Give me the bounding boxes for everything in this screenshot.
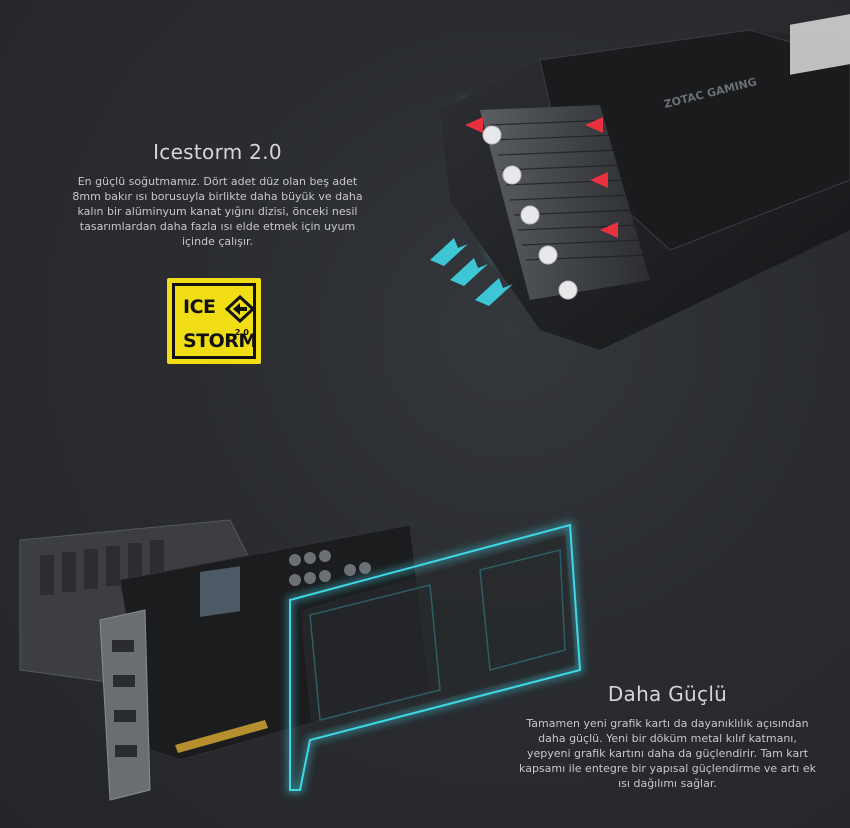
daha-guclu-title: Daha Güçlü [607,682,728,706]
daha-guclu-section: Daha Güçlü Tamamen yeni grafik kartı da … [495,682,840,791]
icestorm-section: Icestorm 2.0 En güçlü soğutmamız. Dört a… [40,140,395,249]
diamond-arrow-icon [225,295,255,323]
gpu-exploded-illustration [19,519,584,801]
gpu-heatsink-illustration: ZOTAC GAMING [430,14,850,350]
badge-word-ice: ICE [183,296,216,318]
icestorm-title: Icestorm 2.0 [153,140,282,164]
badge-version: 2.0 [234,328,249,337]
icestorm-description: En güçlü soğutmamız. Dört adet düz olan … [72,175,363,248]
icestorm-logo-badge: ICE STORM 2.0 [167,278,261,364]
badge-word-storm: STORM [183,330,257,352]
daha-guclu-description: Tamamen yeni grafik kartı da dayanıklılı… [519,717,816,790]
